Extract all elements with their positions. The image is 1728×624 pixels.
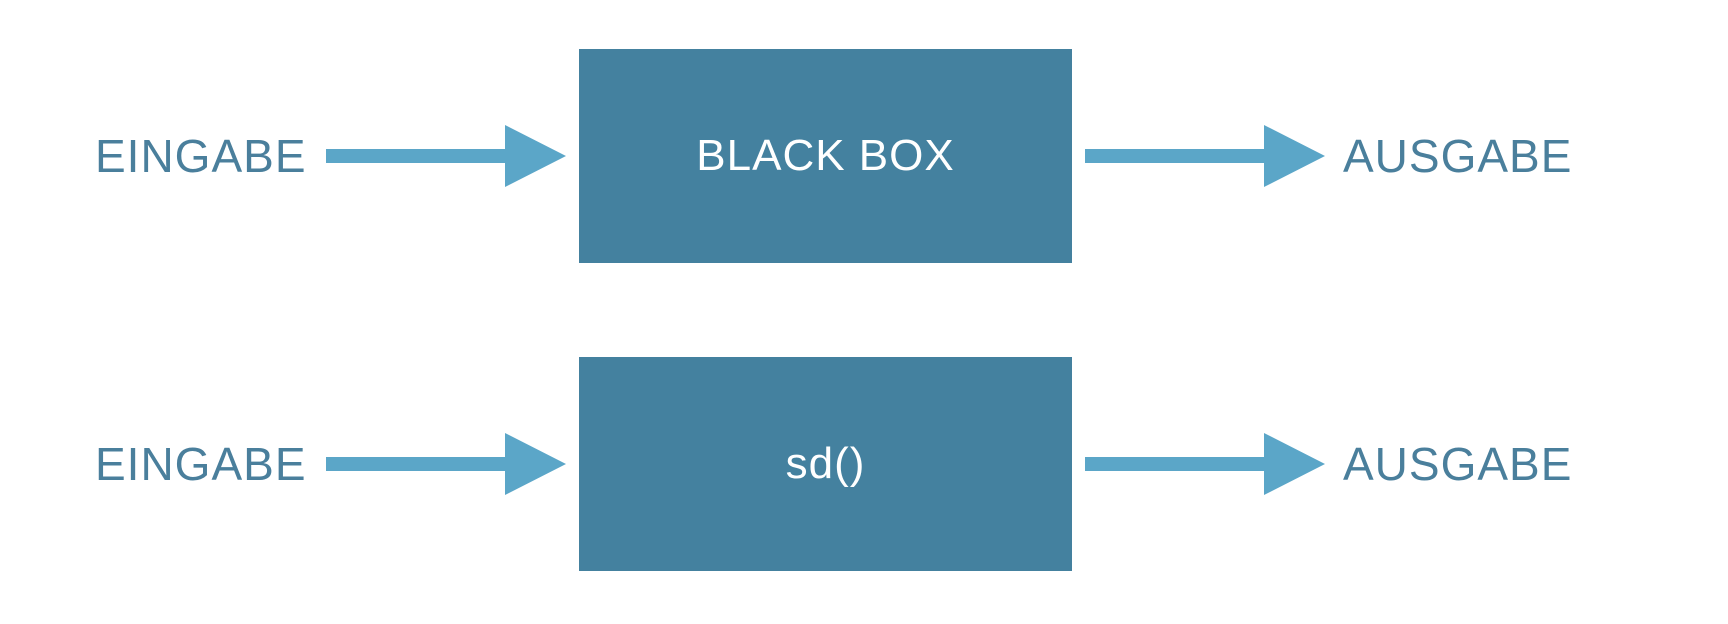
input-arrow-icon: [326, 49, 566, 263]
input-label: EINGABE: [95, 130, 307, 182]
function-box: sd(): [579, 357, 1072, 571]
box-label: sd(): [785, 439, 866, 488]
output-label: AUSGABE: [1343, 438, 1573, 490]
output-arrow-icon: [1085, 49, 1325, 263]
input-label: EINGABE: [95, 438, 307, 490]
output-arrow-icon: [1085, 357, 1325, 571]
output-label: AUSGABE: [1343, 130, 1573, 182]
diagram-row-sd-function: EINGABE sd() AUSGABE: [0, 357, 1728, 571]
input-arrow-icon: [326, 357, 566, 571]
box-label: BLACK BOX: [696, 131, 955, 180]
black-box: BLACK BOX: [579, 49, 1072, 263]
diagram-row-black-box: EINGABE BLACK BOX AUSGABE: [0, 49, 1728, 263]
